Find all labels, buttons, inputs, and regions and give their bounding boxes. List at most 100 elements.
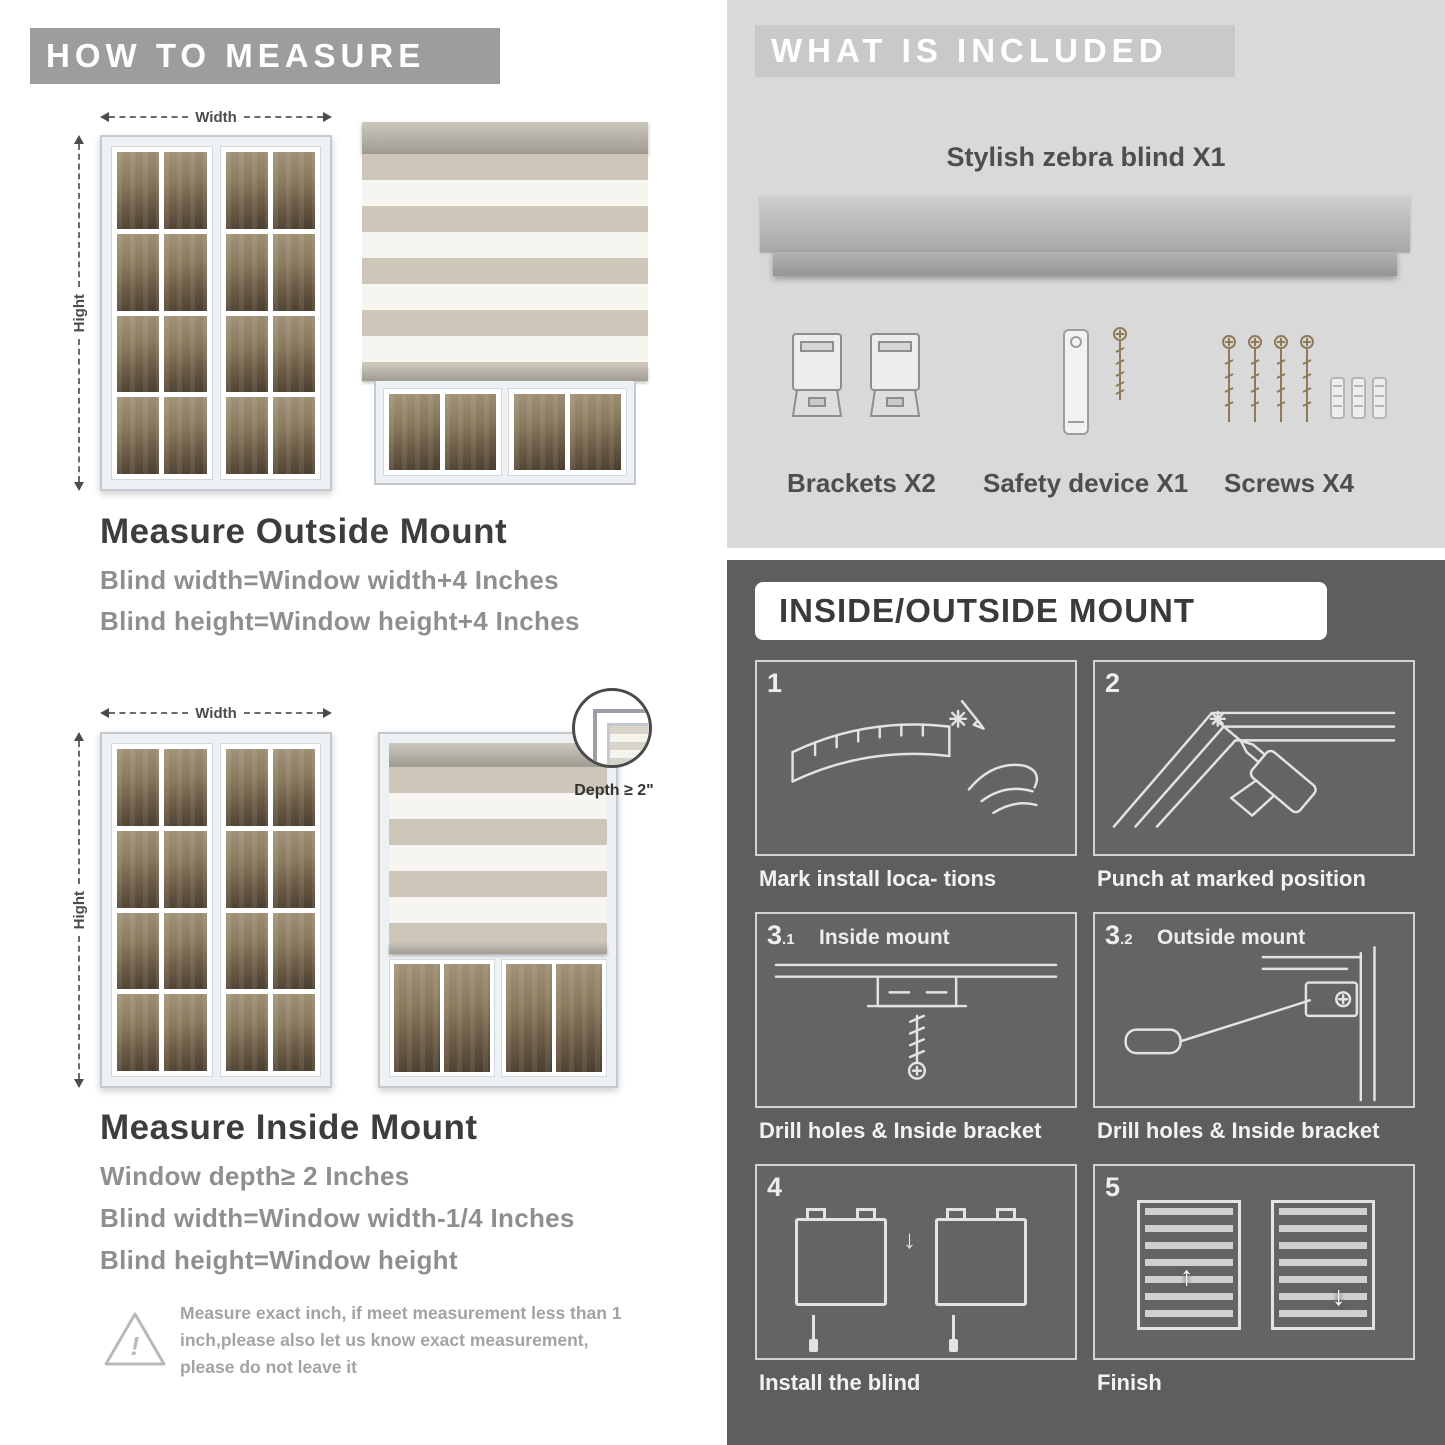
window-pane bbox=[272, 397, 315, 474]
drill-illustration bbox=[1112, 710, 1396, 828]
width-arrow-outside: Width bbox=[100, 108, 333, 126]
window-pane bbox=[272, 830, 315, 908]
step-caption: Finish bbox=[1097, 1370, 1162, 1395]
window-pane bbox=[117, 830, 160, 908]
step-caption: Mark install loca- tions bbox=[759, 866, 997, 891]
window-door bbox=[389, 959, 495, 1077]
warning-icon: ! bbox=[104, 1312, 166, 1366]
arrowhead-right-icon bbox=[323, 112, 333, 122]
window-pane bbox=[225, 315, 268, 393]
step-number: 3.2 bbox=[1105, 920, 1133, 950]
window-pane bbox=[514, 394, 565, 470]
window-pane bbox=[164, 912, 207, 990]
step-number: 4 bbox=[767, 1172, 783, 1202]
window-pane bbox=[394, 964, 440, 1072]
window-pane bbox=[445, 394, 496, 470]
blind-bottomrail bbox=[389, 943, 607, 954]
mount-instructions-section: INSIDE/OUTSIDE MOUNT 1 bbox=[727, 560, 1445, 1445]
window-pane bbox=[272, 994, 315, 1071]
window-pane bbox=[272, 749, 315, 826]
finished-blind-icon: ↓ bbox=[1271, 1200, 1375, 1330]
warning-text: Measure exact inch, if meet measurement … bbox=[180, 1303, 622, 1378]
mark-location-illustration bbox=[791, 699, 1039, 815]
height-arrow-inside: Hight bbox=[70, 732, 88, 1089]
width-label: Width bbox=[195, 704, 237, 722]
window-pane bbox=[117, 912, 160, 990]
window-pane bbox=[570, 394, 621, 470]
window-illustration-outside bbox=[100, 135, 332, 491]
what-is-included-title: WHAT IS INCLUDED bbox=[771, 32, 1168, 69]
bracket-tab-icon bbox=[806, 1208, 826, 1219]
bracket-icon bbox=[791, 333, 843, 417]
arrowhead-down-icon bbox=[74, 1079, 84, 1089]
inside-formula-height: Blind height=Window height bbox=[100, 1245, 458, 1275]
blind-headrail bbox=[362, 122, 648, 154]
blind-headrail bbox=[389, 743, 607, 767]
window-pane bbox=[272, 233, 315, 311]
headrail-valance bbox=[773, 252, 1397, 276]
wand-icon bbox=[949, 1315, 958, 1352]
step-panel-3-2: 3.2 Outside mount bbox=[1093, 912, 1415, 1108]
window-pane bbox=[164, 233, 207, 311]
depth-callout-label: Depth ≥ 2" bbox=[574, 782, 654, 799]
window-door bbox=[111, 743, 213, 1077]
blind-headrail-icon bbox=[760, 196, 1410, 276]
bracket-tab-icon bbox=[856, 1208, 876, 1219]
window-pane bbox=[506, 964, 552, 1072]
window-pane bbox=[117, 315, 160, 393]
blind-stripes bbox=[362, 154, 648, 366]
step-panel-3-1: 3.1 Inside mount bbox=[755, 912, 1077, 1108]
width-arrow-inside: Width bbox=[100, 704, 333, 722]
window-pane bbox=[389, 394, 440, 470]
step-number: 3.1 bbox=[767, 920, 795, 950]
window-pane bbox=[164, 315, 207, 393]
arrowhead-up-icon bbox=[74, 135, 84, 144]
window-below-blind bbox=[374, 381, 636, 485]
finished-blind-icon: ↑ bbox=[1137, 1200, 1241, 1330]
window-door bbox=[111, 146, 213, 480]
what-is-included-banner: WHAT IS INCLUDED bbox=[755, 25, 1235, 77]
measure-inside-title: Measure Inside Mount bbox=[100, 1108, 478, 1147]
step-subtitle: Inside mount bbox=[819, 926, 950, 949]
step-panel-5: 5 ↑ ↓ bbox=[1093, 1164, 1415, 1360]
bracket-tab-icon bbox=[946, 1208, 966, 1219]
blind-bottomrail bbox=[362, 366, 648, 381]
inside-bracket-illustration bbox=[774, 963, 1058, 1080]
step-panel-2: 2 bbox=[1093, 660, 1415, 856]
warning-glyph: ! bbox=[131, 1331, 140, 1361]
zebra-blind-illustration-outside bbox=[362, 122, 648, 490]
safety-device-label: Safety device X1 bbox=[983, 468, 1189, 498]
step-caption: Drill holes & Inside bracket bbox=[759, 1118, 1042, 1143]
included-blind-label: Stylish zebra blind X1 bbox=[946, 142, 1226, 172]
window-door bbox=[383, 388, 502, 476]
what-is-included-section: WHAT IS INCLUDED Stylish zebra blind X1 bbox=[727, 0, 1445, 548]
window-below-blind bbox=[389, 959, 607, 1077]
step-caption: Drill holes & Inside bracket bbox=[1097, 1118, 1380, 1143]
step-caption: Install the blind bbox=[759, 1370, 921, 1395]
outside-bracket-illustration bbox=[1124, 946, 1376, 1102]
brackets-label: Brackets X2 bbox=[787, 468, 936, 498]
window-door bbox=[501, 959, 607, 1077]
brackets-icon bbox=[785, 328, 927, 423]
window-door bbox=[219, 146, 321, 480]
mount-section-heading: INSIDE/OUTSIDE MOUNT bbox=[755, 582, 1327, 640]
window-pane bbox=[225, 233, 268, 311]
window-pane bbox=[272, 912, 315, 990]
height-label: Hight bbox=[70, 293, 88, 333]
measure-outside-title: Measure Outside Mount bbox=[100, 512, 508, 551]
window-pane bbox=[225, 912, 268, 990]
headrail-cassette bbox=[760, 196, 1410, 252]
window-pane bbox=[225, 994, 268, 1071]
window-pane bbox=[225, 152, 268, 229]
down-arrow-icon: ↓ bbox=[903, 1224, 916, 1254]
height-label: Hight bbox=[70, 890, 88, 930]
bracket-tab-icon bbox=[996, 1208, 1016, 1219]
step-number: 2 bbox=[1105, 668, 1121, 698]
blind-corner-line bbox=[607, 723, 649, 765]
step-number: 1 bbox=[767, 668, 783, 698]
bracket-icon bbox=[869, 333, 921, 417]
down-arrow-icon: ↓ bbox=[1332, 1281, 1346, 1311]
window-pane bbox=[117, 994, 160, 1071]
outside-formula-height: Blind height=Window height+4 Inches bbox=[100, 606, 580, 636]
